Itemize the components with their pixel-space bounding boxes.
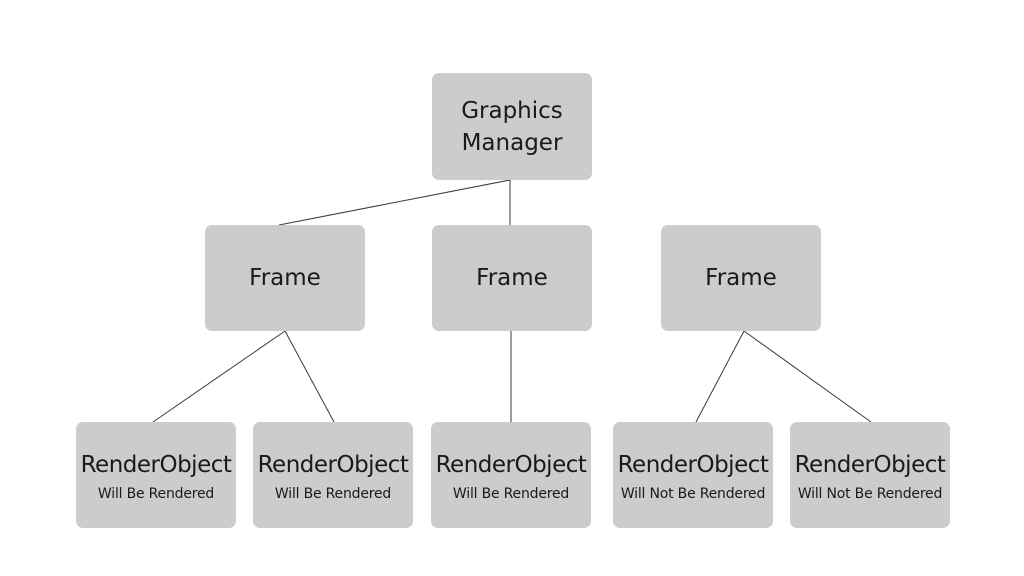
edge-frame-3-renderobject-5 <box>743 330 872 423</box>
frame-node-2: Frame <box>432 225 592 331</box>
frame-node-1: Frame <box>205 225 365 331</box>
graphics-manager-label-line1: Graphics <box>461 97 563 124</box>
edge-frame-1-renderobject-2 <box>284 330 335 423</box>
frame-label: Frame <box>476 265 548 291</box>
renderobject-title: RenderObject <box>794 452 946 478</box>
renderobject-status: Will Not Be Rendered <box>620 486 766 502</box>
edge-frame-3-renderobject-4 <box>695 330 745 423</box>
renderobject-title: RenderObject <box>435 452 587 478</box>
renderobject-node-2: RenderObject Will Be Rendered <box>253 422 413 528</box>
renderobject-title: RenderObject <box>617 452 769 478</box>
graphics-manager-node: Graphics Manager <box>432 73 592 180</box>
edge-frame-1-renderobject-1 <box>152 330 286 423</box>
renderobject-node-5: RenderObject Will Not Be Rendered <box>790 422 950 528</box>
renderobject-status: Will Be Rendered <box>452 486 570 502</box>
renderobject-node-3: RenderObject Will Be Rendered <box>431 422 591 528</box>
graphics-manager-label-line2: Manager <box>461 129 563 156</box>
frame-label: Frame <box>249 265 321 291</box>
edge-manager-frame-1 <box>278 179 511 226</box>
renderobject-node-1: RenderObject Will Be Rendered <box>76 422 236 528</box>
renderobject-status: Will Be Rendered <box>274 486 392 502</box>
renderobject-node-4: RenderObject Will Not Be Rendered <box>613 422 773 528</box>
renderobject-title: RenderObject <box>257 452 409 478</box>
renderobject-status: Will Be Rendered <box>97 486 215 502</box>
renderobject-status: Will Not Be Rendered <box>797 486 943 502</box>
frame-label: Frame <box>705 265 777 291</box>
frame-node-3: Frame <box>661 225 821 331</box>
renderobject-title: RenderObject <box>80 452 232 478</box>
